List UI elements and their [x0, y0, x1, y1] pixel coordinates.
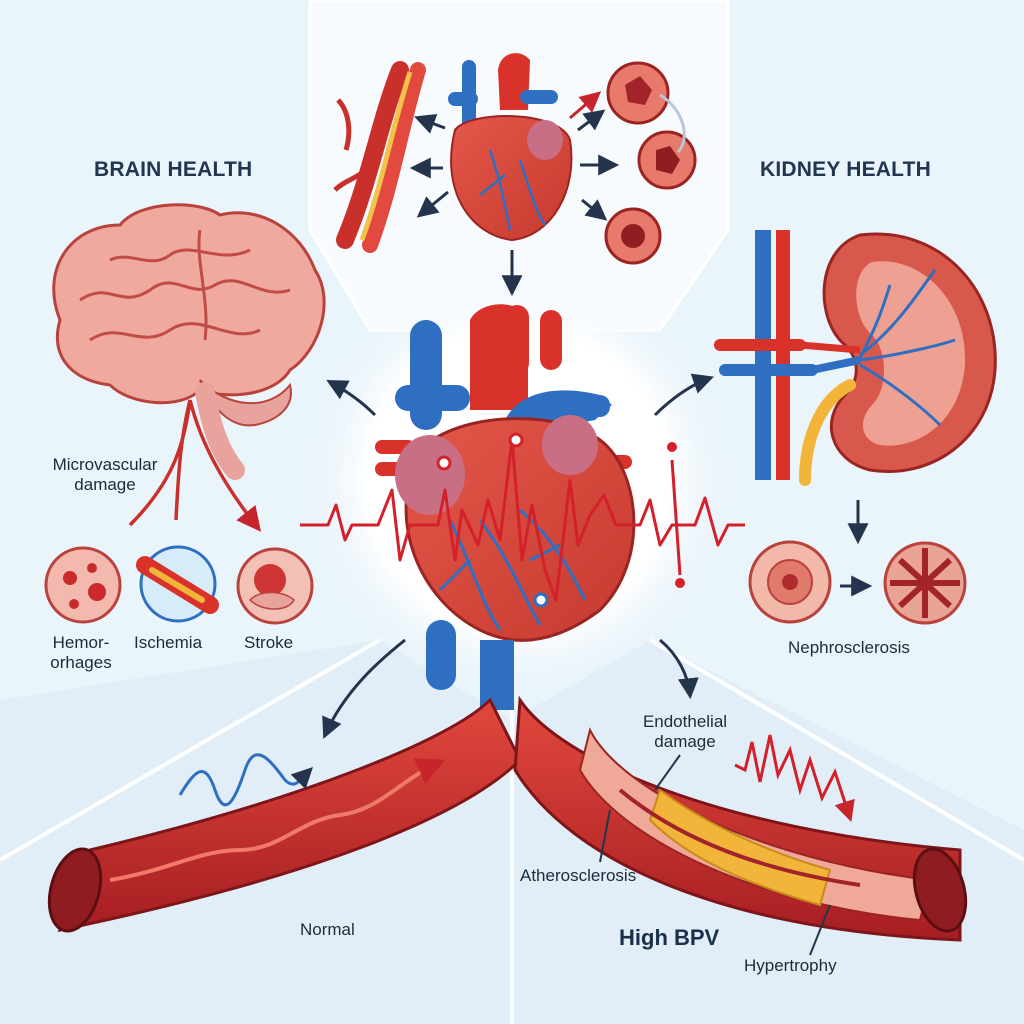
kidney-health-header: KIDNEY HEALTH	[760, 158, 931, 181]
high-bpv-label: High BPV	[619, 925, 720, 950]
top-vessel-bundle	[333, 61, 426, 253]
normal-vessel-label: Normal	[300, 920, 355, 939]
kidney	[714, 230, 997, 545]
brain-cross-sections	[44, 545, 314, 625]
organ-arrows	[322, 373, 714, 739]
top-cross-sections	[604, 61, 697, 265]
ischemia-label: Ischemia	[134, 633, 203, 652]
central-heart	[375, 304, 636, 710]
nephrosclerosis-label: Nephrosclerosis	[788, 638, 910, 657]
kidney-cross-sections	[748, 540, 967, 625]
normal-vessel	[47, 697, 522, 933]
endothelial-damage-label: Endothelial damage	[642, 712, 728, 751]
atherosclerosis-label: Atherosclerosis	[520, 866, 637, 885]
top-heart	[448, 53, 573, 242]
brain	[52, 203, 326, 528]
microvascular-damage-label: Microvascular damage	[52, 455, 158, 494]
top-arrows	[409, 91, 620, 297]
ecg-trace	[300, 432, 745, 608]
damaged-vessel	[513, 695, 968, 956]
stroke-label: Stroke	[244, 633, 294, 652]
hemorrhage-section	[44, 546, 122, 624]
brain-health-header: BRAIN HEALTH	[94, 158, 253, 181]
hemorrhages-label: Hemor- orhages	[50, 633, 112, 672]
hypertrophy-label: Hypertrophy	[744, 956, 837, 975]
